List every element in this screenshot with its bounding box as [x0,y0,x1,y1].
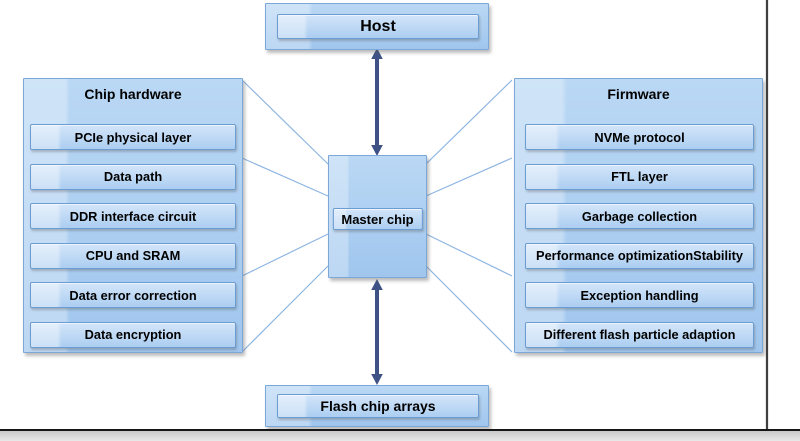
panel-item-cpu-and-sram: CPU and SRAM [30,242,236,269]
connector-line [241,233,329,277]
firmware-panel: Firmware NVMe protocol FTL layer Garbage… [514,78,763,353]
panel-item-exception-handling: Exception handling [525,282,754,308]
flash-chip-arrays-node: Flash chip arrays [265,385,489,427]
connector-line [241,79,329,165]
connector-line [241,157,329,197]
host-label: Host [360,17,396,35]
panel-item-performance-optimization-stability: Performance optimizationStability [525,242,754,269]
chip-hardware-title: Chip hardware [84,86,182,102]
panel-item-label: Exception handling [580,287,699,303]
panel-item-label: CPU and SRAM [85,248,181,263]
panel-item-data-error-correction: Data error correction [30,282,236,308]
panel-item-label: NVMe protocol [594,129,685,145]
right-fan-lines [425,79,513,353]
panel-item-label: Different flash particle adaption [543,327,736,342]
panel-item-different-flash-particle-adaption: Different flash particle adaption [525,321,754,348]
panel-item-data-path: Data path [30,163,236,190]
left-fan-lines [241,79,329,353]
firmware-title: Firmware [607,86,670,102]
panel-item-label: DDR interface circuit [69,208,197,224]
panel-item-label: Performance optimizationStability [536,248,743,263]
panel-item-label: Data encryption [84,327,182,342]
panel-item-label: PCIe physical layer [74,129,192,145]
flash-label: Flash chip arrays [320,398,436,414]
window-bottom-edge [0,429,800,441]
host-label-box: Host [277,14,479,39]
host-master-arrow [371,48,383,156]
window-right-edge [766,0,768,431]
connector-line [425,265,513,353]
connector-line [241,265,329,353]
master-chip-node: Master chip [328,155,427,278]
connector-line [425,233,513,277]
panel-item-label: Garbage collection [581,208,698,224]
flash-label-box: Flash chip arrays [277,394,479,418]
panel-item-nvme-protocol: NVMe protocol [525,124,754,150]
connector-line [425,157,513,197]
master-flash-arrow [371,279,383,385]
panel-item-ddr-interface-circuit: DDR interface circuit [30,203,236,229]
panel-item-ftl-layer: FTL layer [525,163,754,190]
connector-line [425,79,513,165]
panel-item-label: Data error correction [69,287,197,303]
master-chip-label: Master chip [341,211,414,227]
panel-item-label: Data path [103,169,163,184]
panel-item-label: FTL layer [611,169,668,184]
host-node: Host [265,3,489,50]
panel-item-data-encryption: Data encryption [30,321,236,348]
master-chip-label-box: Master chip [332,208,423,230]
panel-item-pcie-physical-layer: PCIe physical layer [30,124,236,150]
chip-hardware-panel: Chip hardware PCIe physical layer Data p… [23,78,243,353]
panel-item-garbage-collection: Garbage collection [525,203,754,229]
